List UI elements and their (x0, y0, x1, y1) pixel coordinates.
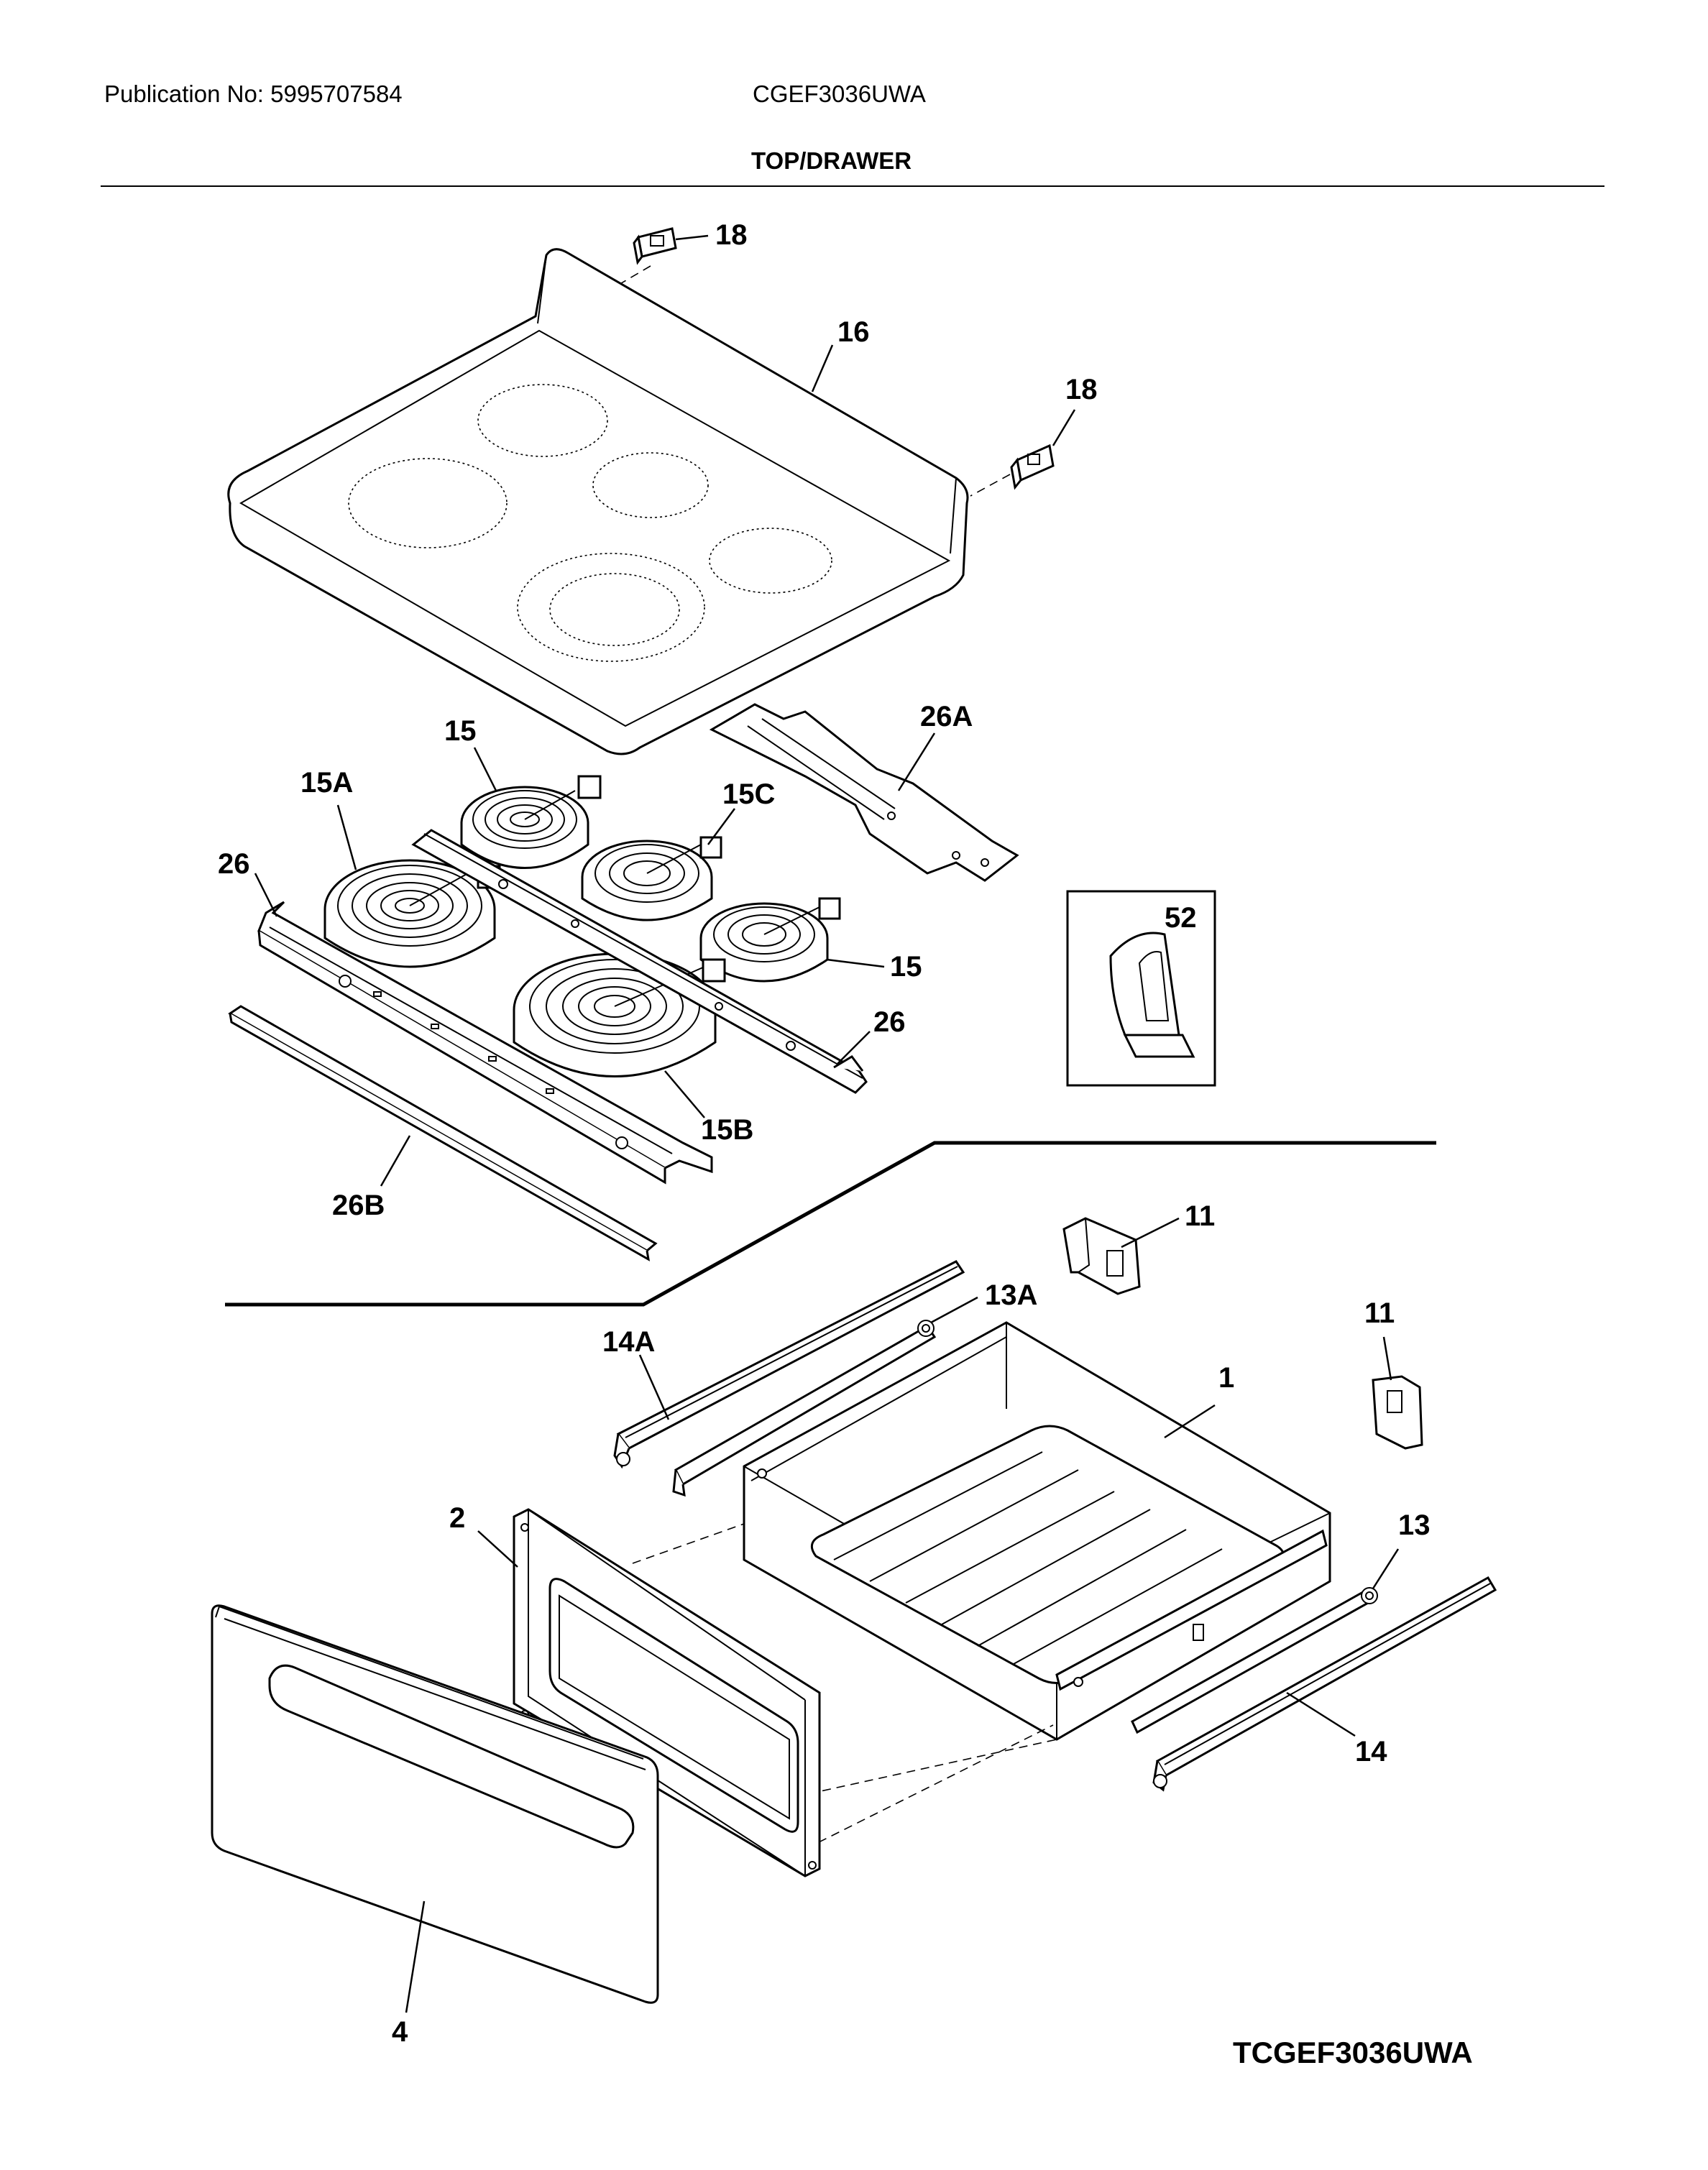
callout-13a: 13A (985, 1279, 1037, 1311)
part-13a-slide[interactable] (672, 1320, 937, 1497)
leader-14a (638, 1354, 670, 1420)
callout-16: 16 (837, 316, 870, 348)
part-1-drawer-body[interactable] (743, 1321, 1331, 1741)
callout-18-upper: 18 (715, 219, 748, 251)
guide-line-b (794, 1739, 1057, 1798)
part-18-right-bracket[interactable] (1010, 443, 1055, 490)
part-13-slide[interactable] (1131, 1586, 1378, 1734)
leader-4 (405, 1900, 426, 2013)
callout-15a: 15A (300, 767, 353, 799)
part-15-top-element[interactable] (460, 775, 602, 869)
leader-15a (336, 804, 357, 870)
part-26-rear-support[interactable] (411, 829, 868, 1094)
leader-26b (380, 1135, 411, 1187)
leader-26-right (837, 1031, 871, 1065)
part-16-cooktop[interactable] (227, 248, 969, 755)
guide-line-18-right (970, 474, 1011, 497)
callout-26-right: 26 (873, 1006, 906, 1038)
leader-13a (930, 1296, 978, 1324)
diagram-id: TCGEF3036UWA (1233, 2036, 1473, 2069)
part-4-drawer-front[interactable] (211, 1604, 659, 2004)
part-26b-trim-strip[interactable] (228, 1005, 658, 1261)
part-15b-large-element[interactable] (513, 952, 726, 1077)
part-11-upper-bracket[interactable] (1062, 1217, 1141, 1295)
leader-15-right (826, 958, 885, 968)
leader-26-left (254, 873, 278, 917)
callout-52: 52 (1165, 902, 1197, 934)
leader-18-right (1052, 409, 1076, 446)
part-14-slide-rail[interactable] (1152, 1576, 1497, 1792)
callout-4: 4 (392, 2016, 408, 2048)
callout-11-right: 11 (1364, 1297, 1395, 1329)
header-divider (101, 185, 1604, 187)
callout-15-top: 15 (444, 715, 477, 747)
part-2-drawer-panel[interactable] (513, 1508, 821, 1877)
callout-1: 1 (1218, 1362, 1234, 1394)
leader-11-right (1382, 1336, 1392, 1381)
leader-16 (811, 344, 834, 392)
model-number: CGEF3036UWA (753, 81, 926, 107)
callout-15b: 15B (701, 1114, 753, 1146)
part-14a-slide-rail[interactable] (613, 1260, 965, 1469)
leader-11-upper (1121, 1217, 1180, 1249)
publication-number: Publication No: 5995707584 (104, 81, 403, 107)
leader-26a (897, 732, 936, 791)
leader-15c (707, 808, 736, 845)
section-separator (225, 1141, 1436, 1307)
leader-1 (1164, 1404, 1216, 1439)
part-26a-bracket[interactable] (709, 703, 1019, 882)
leader-15-top (473, 747, 497, 791)
callout-26-left: 26 (218, 848, 250, 880)
part-15c-element[interactable] (581, 836, 722, 921)
callout-15-right: 15 (890, 951, 922, 983)
callout-11-upper: 11 (1185, 1200, 1215, 1232)
part-15-right-element[interactable] (699, 897, 841, 983)
callout-26b: 26B (332, 1190, 385, 1221)
leader-14 (1286, 1691, 1356, 1737)
section-title: TOP/DRAWER (751, 147, 912, 174)
callout-14: 14 (1355, 1736, 1387, 1767)
callout-18-right: 18 (1065, 374, 1098, 405)
callout-2: 2 (449, 1502, 465, 1534)
callout-13: 13 (1398, 1509, 1431, 1541)
callout-26a: 26A (920, 701, 973, 732)
part-26-front-support[interactable] (257, 901, 713, 1185)
part-18-upper-bracket[interactable] (633, 227, 677, 265)
part-15a-large-element[interactable] (323, 859, 501, 968)
guide-line-a (632, 1523, 745, 1564)
part-11-right-bracket[interactable] (1372, 1375, 1423, 1450)
leader-15b (664, 1070, 705, 1118)
leader-18-upper (675, 234, 709, 241)
leader-13 (1372, 1548, 1400, 1589)
callout-15c: 15C (722, 778, 775, 810)
callout-14a: 14A (602, 1326, 655, 1358)
guide-line-c (779, 1724, 1054, 1862)
part-52-inset-box[interactable] (1066, 890, 1216, 1087)
leader-2 (477, 1530, 518, 1568)
